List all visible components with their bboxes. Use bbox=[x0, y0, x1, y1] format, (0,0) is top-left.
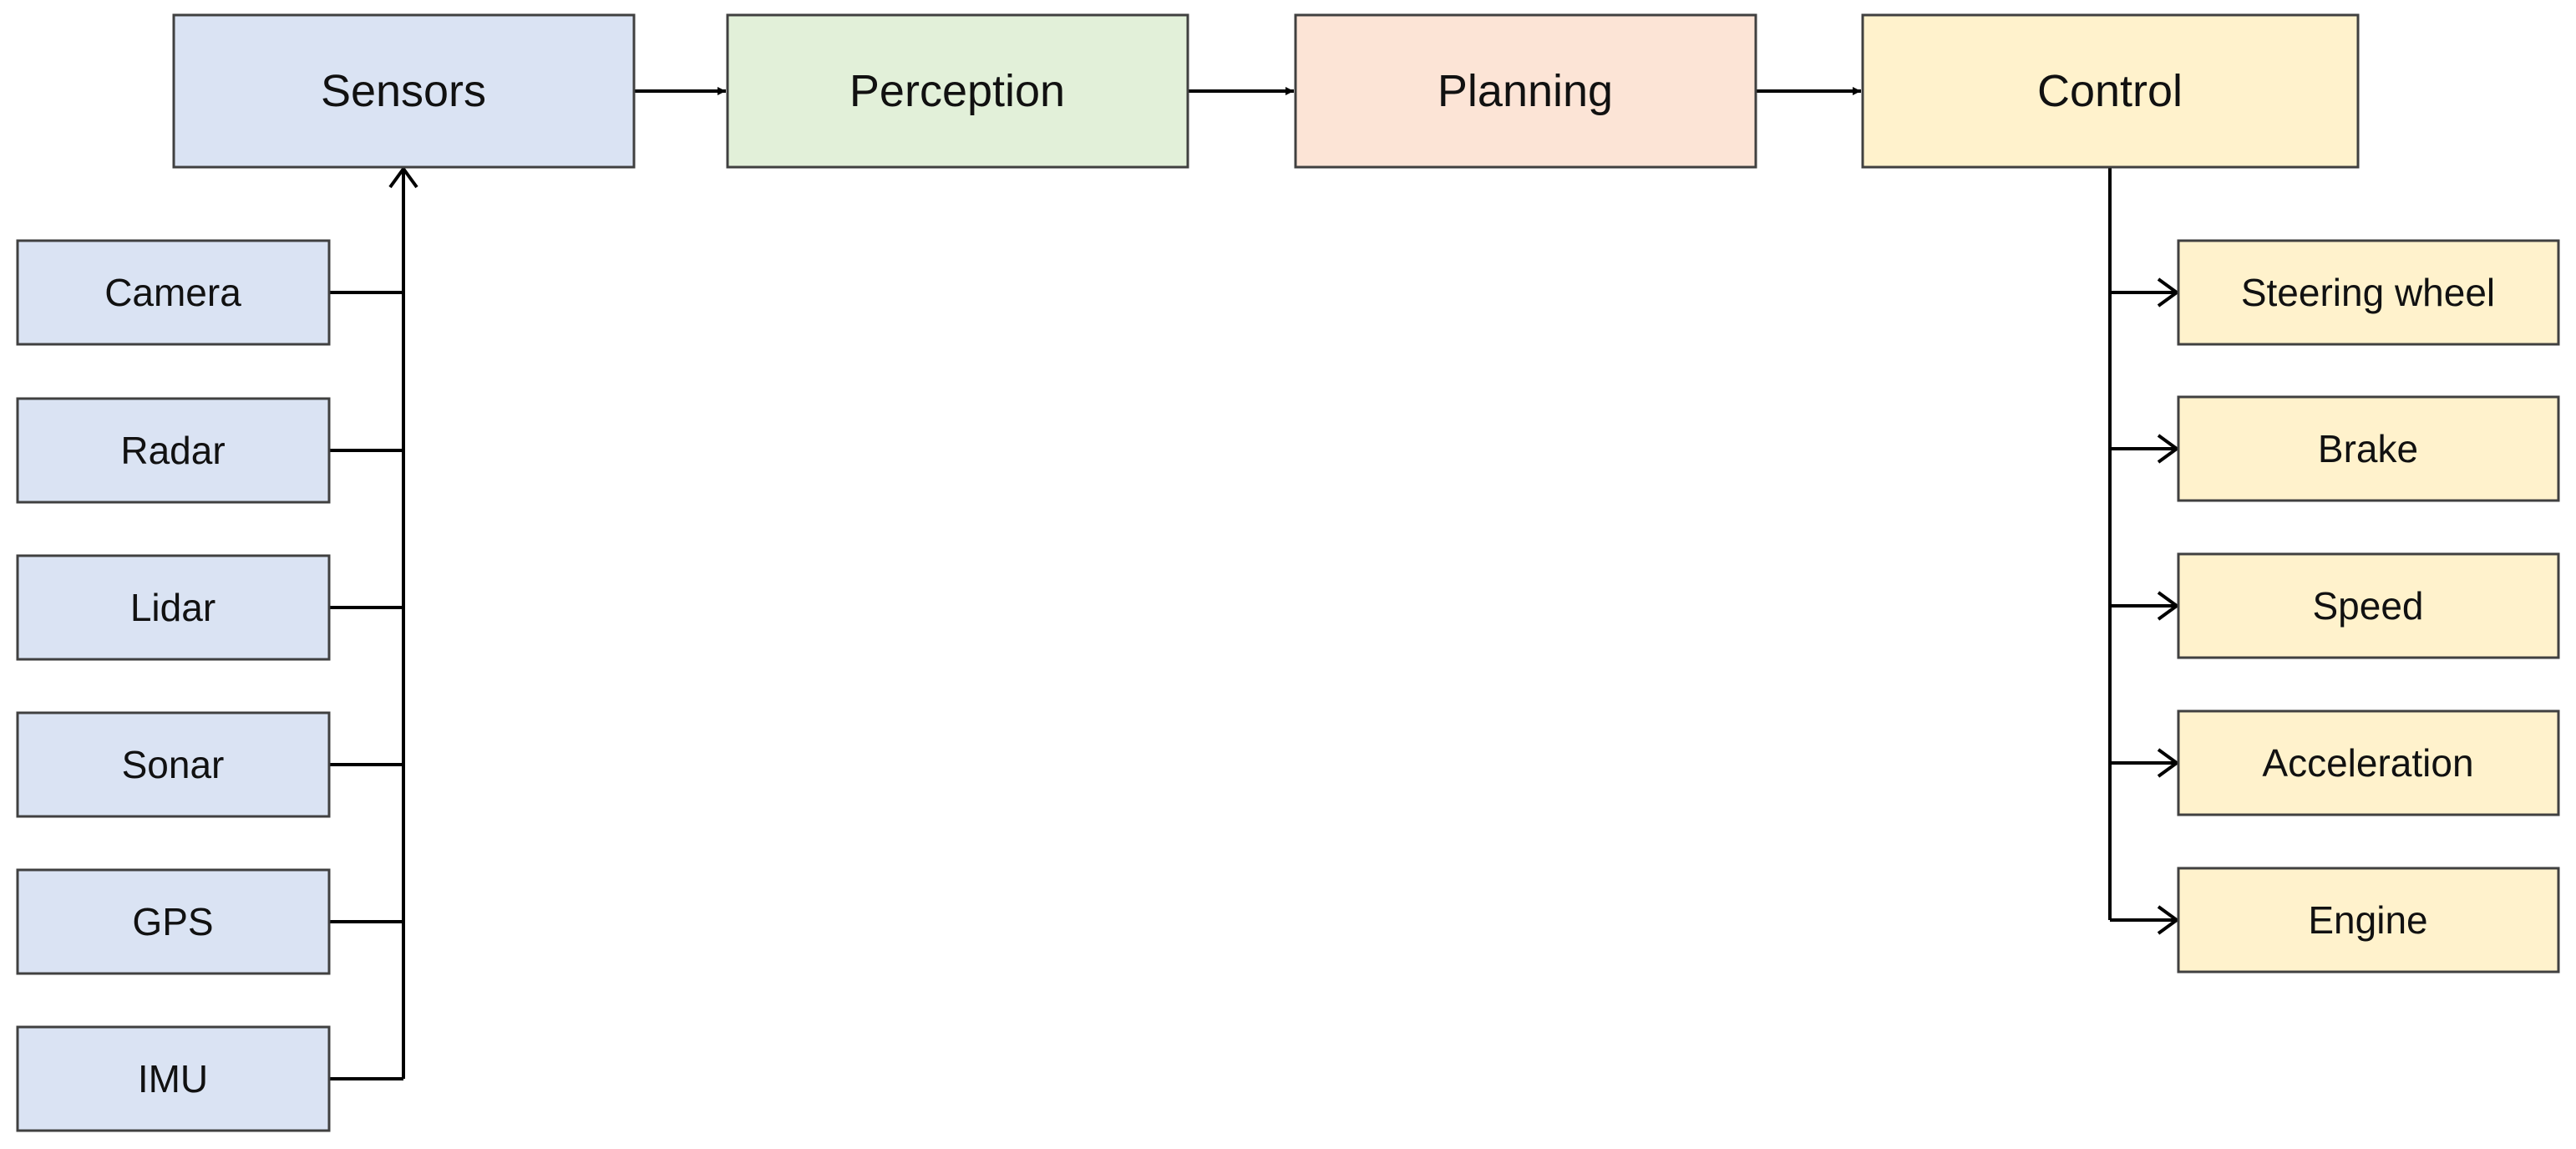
pipeline-stage-sensors[interactable]: Sensors bbox=[172, 13, 636, 169]
sensor-label: Lidar bbox=[130, 586, 216, 629]
control-box bbox=[2177, 867, 2560, 974]
control-box bbox=[2177, 395, 2560, 502]
control-output-acceleration[interactable]: Acceleration bbox=[2177, 709, 2560, 816]
sensor-input-sonar[interactable]: Sonar bbox=[16, 711, 331, 818]
control-label: Acceleration bbox=[2262, 741, 2473, 785]
sensor-input-imu[interactable]: IMU bbox=[16, 1025, 331, 1132]
arrow-into-control-output-2-icon bbox=[2157, 591, 2180, 621]
sensor-input-camera[interactable]: Camera bbox=[16, 239, 331, 346]
control-box bbox=[2177, 239, 2560, 346]
sensor-label: Radar bbox=[120, 429, 225, 472]
sensor-input-radar[interactable]: Radar bbox=[16, 397, 331, 504]
pipeline-stage-perception[interactable]: Perception bbox=[726, 13, 1189, 169]
control-box bbox=[2177, 552, 2560, 659]
pipeline-box-sensors bbox=[172, 13, 636, 169]
connectors bbox=[329, 87, 2180, 1080]
control-label: Steering wheel bbox=[2241, 271, 2495, 314]
sensor-label: Camera bbox=[104, 271, 241, 314]
arrow-into-control-output-4-icon bbox=[2157, 905, 2180, 935]
control-box bbox=[2177, 709, 2560, 816]
pipeline-label-sensors: Sensors bbox=[321, 66, 486, 116]
sensor-label: GPS bbox=[132, 900, 213, 943]
control-output-brake[interactable]: Brake bbox=[2177, 395, 2560, 502]
sensor-box bbox=[16, 397, 331, 504]
arrow-into-sensors-icon bbox=[388, 165, 418, 189]
pipeline-box-planning bbox=[1294, 13, 1757, 169]
arrow-into-control-output-0-icon bbox=[2157, 277, 2180, 308]
sensor-input-gps[interactable]: GPS bbox=[16, 868, 331, 975]
pipeline-label-perception: Perception bbox=[849, 66, 1065, 116]
control-label: Engine bbox=[2308, 898, 2427, 942]
pipeline-box-control bbox=[1861, 13, 2360, 169]
control-output-speed[interactable]: Speed bbox=[2177, 552, 2560, 659]
arrow-into-control-output-1-icon bbox=[2157, 434, 2180, 464]
sensor-box bbox=[16, 1025, 331, 1132]
control-label: Brake bbox=[2318, 427, 2418, 470]
pipeline-stage-control[interactable]: Control bbox=[1861, 13, 2360, 169]
pipeline-label-control: Control bbox=[2037, 66, 2183, 116]
pipeline-box-perception bbox=[726, 13, 1189, 169]
control-output-engine[interactable]: Engine bbox=[2177, 867, 2560, 974]
control-label: Speed bbox=[2312, 584, 2423, 628]
sensor-box bbox=[16, 554, 331, 661]
control-output-steering-wheel[interactable]: Steering wheel bbox=[2177, 239, 2560, 346]
arrow-into-control-output-3-icon bbox=[2157, 748, 2180, 778]
pipeline-label-planning: Planning bbox=[1438, 66, 1613, 116]
sensor-label: Sonar bbox=[122, 743, 225, 786]
sensor-box bbox=[16, 239, 331, 346]
sensor-box bbox=[16, 711, 331, 818]
sensor-input-lidar[interactable]: Lidar bbox=[16, 554, 331, 661]
sensor-box bbox=[16, 868, 331, 975]
sensor-label: IMU bbox=[138, 1057, 208, 1101]
pipeline-stage-planning[interactable]: Planning bbox=[1294, 13, 1757, 169]
